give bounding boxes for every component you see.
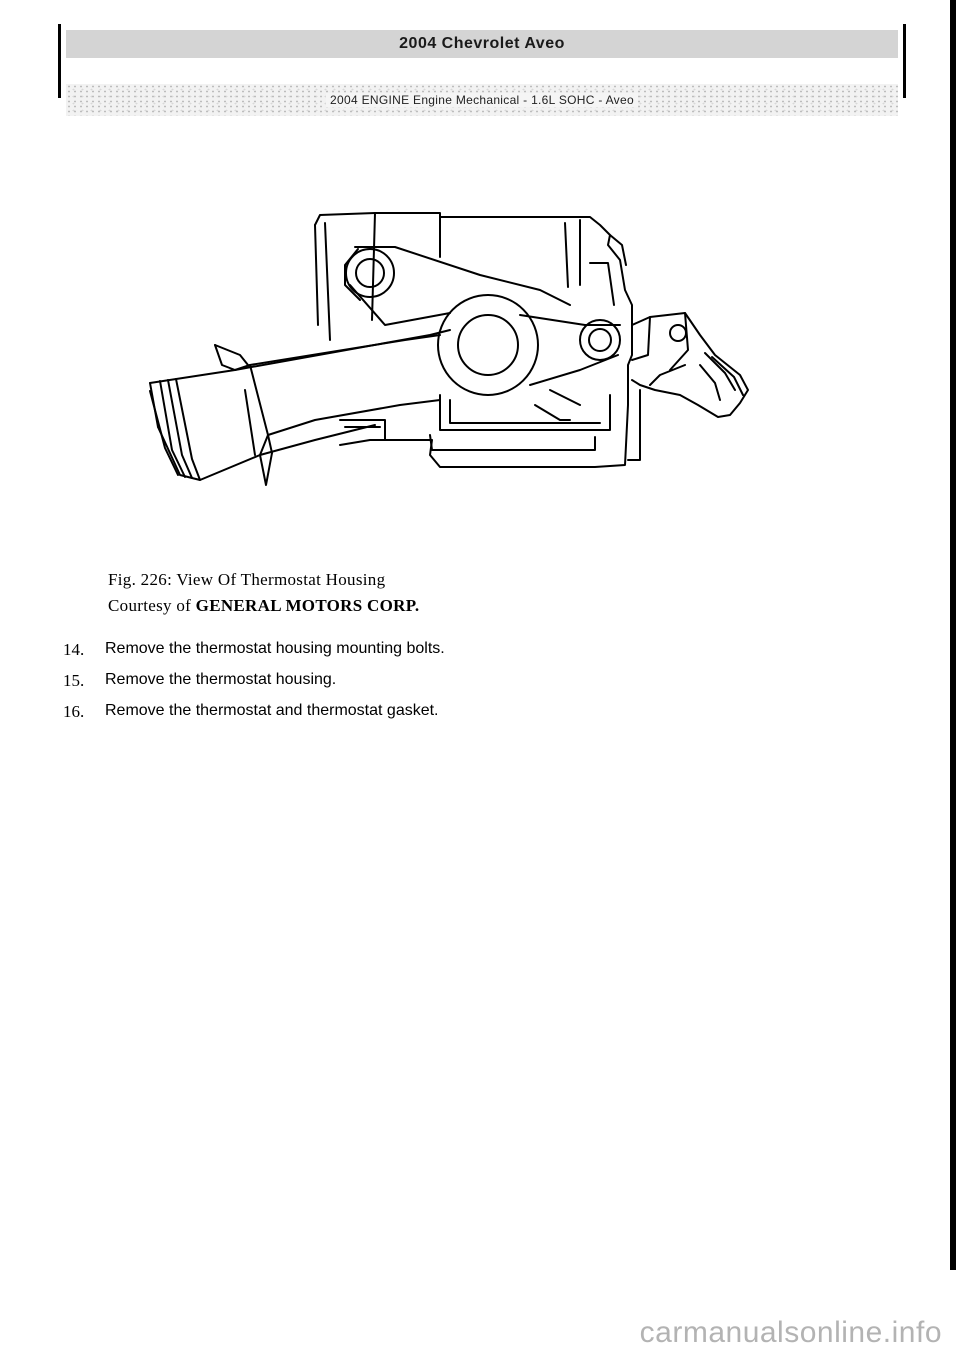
header-title-band: 2004 Chevrolet Aveo xyxy=(66,30,898,58)
header-left-rule xyxy=(58,24,61,98)
figure-title: Fig. 226: View Of Thermostat Housing xyxy=(108,570,386,589)
site-watermark: carmanualsonline.info xyxy=(639,1316,942,1349)
step-number: 15. xyxy=(63,671,85,690)
step-number: 16. xyxy=(63,702,85,721)
step-text: Remove the thermostat housing. xyxy=(105,671,337,688)
step-text: Remove the thermostat housing mounting b… xyxy=(105,640,445,657)
page-edge-line xyxy=(950,0,956,1270)
page-header: 2004 Chevrolet Aveo 2004 ENGINE Engine M… xyxy=(58,24,906,116)
header-subtitle-band: 2004 ENGINE Engine Mechanical - 1.6L SOH… xyxy=(66,84,898,116)
list-item: 15. Remove the thermostat housing. xyxy=(63,671,445,702)
list-item: 16. Remove the thermostat and thermostat… xyxy=(63,702,445,733)
step-number: 14. xyxy=(63,640,85,659)
figure-courtesy: Courtesy of GENERAL MOTORS CORP. xyxy=(108,593,419,619)
document-subtitle: 2004 ENGINE Engine Mechanical - 1.6L SOH… xyxy=(326,93,638,107)
courtesy-prefix: Courtesy of xyxy=(108,596,192,615)
thermostat-housing-illustration xyxy=(140,205,760,490)
courtesy-source: GENERAL MOTORS CORP. xyxy=(195,596,420,615)
header-right-rule xyxy=(903,24,906,98)
document-title: 2004 Chevrolet Aveo xyxy=(399,35,565,52)
step-text: Remove the thermostat and thermostat gas… xyxy=(105,702,439,719)
list-item: 14. Remove the thermostat housing mounti… xyxy=(63,640,445,671)
figure-caption: Fig. 226: View Of Thermostat Housing Cou… xyxy=(108,567,419,619)
procedure-steps: 14. Remove the thermostat housing mounti… xyxy=(63,640,445,733)
